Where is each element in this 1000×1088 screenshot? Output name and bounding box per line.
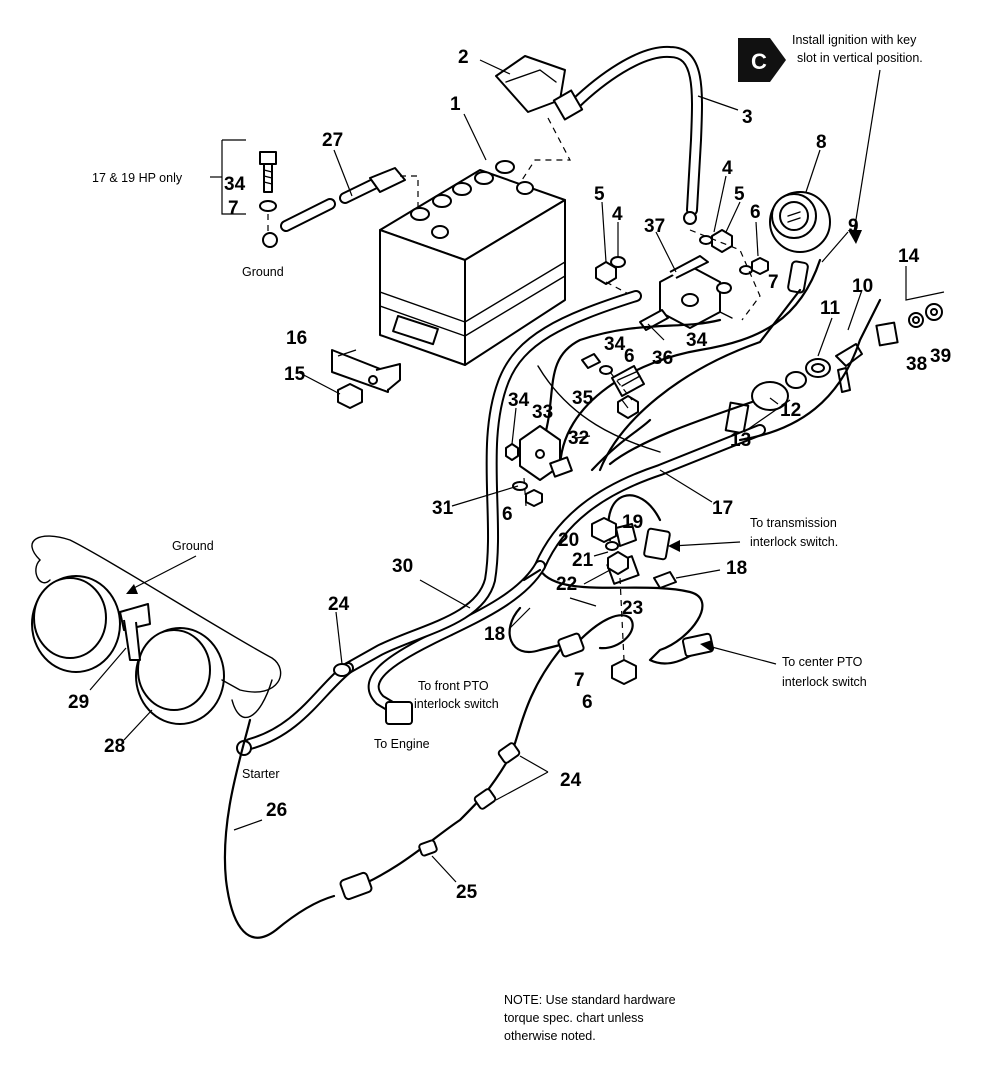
label-center-pto-1: To center PTO xyxy=(782,655,863,669)
callout-34b: 34 xyxy=(686,330,708,351)
label-ground-battery: Ground xyxy=(242,265,284,279)
label-to-engine: To Engine xyxy=(374,737,430,751)
callout-6c: 6 xyxy=(502,504,513,525)
callout-22: 22 xyxy=(556,574,577,595)
callout-35: 35 xyxy=(572,388,594,409)
callout-10: 10 xyxy=(852,276,873,297)
callout-2: 2 xyxy=(458,47,469,68)
battery-bracket xyxy=(297,349,401,409)
callout-5b: 5 xyxy=(734,184,745,205)
label-hp-only: 17 & 19 HP only xyxy=(92,171,183,185)
callout-27: 27 xyxy=(322,130,343,151)
label-front-pto-2: interlock switch xyxy=(414,697,499,711)
callout-5a: 5 xyxy=(594,184,605,205)
label-center-pto-2: interlock switch xyxy=(782,675,867,689)
callout-8: 8 xyxy=(816,132,827,153)
battery xyxy=(379,160,566,366)
ignition-switch xyxy=(724,343,863,435)
instruction-line-2: slot in vertical position. xyxy=(797,51,923,65)
text-labels: 17 & 19 HP only Ground Ground Starter To… xyxy=(92,171,867,1043)
wire-26 xyxy=(223,718,336,939)
callout-32: 32 xyxy=(568,428,589,449)
c-badge-letter: C xyxy=(751,49,767,74)
relay-33 xyxy=(505,425,573,507)
callout-18a: 18 xyxy=(726,558,747,579)
callout-leaders xyxy=(89,59,863,831)
callout-numbers: 1 2 3 4 4 5 5 6 6 6 6 7 7 7 8 9 10 11 12… xyxy=(68,47,951,903)
callout-24b: 24 xyxy=(560,770,582,791)
callout-34a: 34 xyxy=(224,174,246,195)
callout-4b: 4 xyxy=(612,204,623,225)
callout-26: 26 xyxy=(266,800,287,821)
callout-31: 31 xyxy=(432,498,454,519)
callout-1: 1 xyxy=(450,94,461,115)
callout-7a: 7 xyxy=(228,198,239,219)
wire-25 xyxy=(339,648,562,901)
ground-hardware xyxy=(210,139,277,232)
starter-solenoid xyxy=(645,255,733,329)
callout-24a: 24 xyxy=(328,594,350,615)
callout-9: 9 xyxy=(848,216,859,237)
callout-6d: 6 xyxy=(582,692,593,713)
instruction-line-1: Install ignition with key xyxy=(792,33,917,47)
callout-19: 19 xyxy=(622,512,643,533)
callout-7b: 7 xyxy=(768,272,779,293)
callout-11: 11 xyxy=(820,298,841,319)
instruction-callout: C Install ignition with key slot in vert… xyxy=(738,33,923,244)
c-badge-icon xyxy=(738,38,786,82)
callout-37: 37 xyxy=(644,216,665,237)
label-transmission-1: To transmission xyxy=(750,516,837,530)
callout-25: 25 xyxy=(456,882,478,903)
headlights xyxy=(31,535,282,725)
callout-33: 33 xyxy=(532,402,553,423)
hour-meter xyxy=(769,191,831,294)
callout-15: 15 xyxy=(284,364,306,385)
callout-36: 36 xyxy=(652,348,673,369)
callout-7c: 7 xyxy=(574,670,585,691)
callout-39: 39 xyxy=(930,346,951,367)
callout-13: 13 xyxy=(730,430,751,451)
callout-17: 17 xyxy=(712,498,733,519)
callout-34c: 34 xyxy=(604,334,626,355)
engine-branch xyxy=(367,560,634,725)
label-front-pto-1: To front PTO xyxy=(418,679,489,693)
callout-6b: 6 xyxy=(624,346,635,367)
note-line-2: torque spec. chart unless xyxy=(504,1011,644,1025)
callout-29: 29 xyxy=(68,692,89,713)
callout-38: 38 xyxy=(906,354,927,375)
main-wire-harness xyxy=(534,258,882,572)
callout-34d: 34 xyxy=(508,390,530,411)
callout-3: 3 xyxy=(742,107,753,128)
callout-16: 16 xyxy=(286,328,307,349)
callout-28: 28 xyxy=(104,736,125,757)
note-line-3: otherwise noted. xyxy=(504,1029,596,1043)
callout-6a: 6 xyxy=(750,202,761,223)
positive-clamp xyxy=(552,89,584,121)
light-switch-assembly xyxy=(875,266,945,347)
instruction-arrow xyxy=(853,69,881,233)
note-line-1: NOTE: Use standard hardware xyxy=(504,993,676,1007)
callout-4a: 4 xyxy=(722,158,733,179)
label-transmission-2: interlock switch. xyxy=(750,535,838,549)
callout-14: 14 xyxy=(898,246,920,267)
transmission-connector xyxy=(591,494,741,561)
terminal-cover xyxy=(495,55,566,113)
callout-12: 12 xyxy=(780,400,801,421)
callout-21: 21 xyxy=(572,550,594,571)
callout-18b: 18 xyxy=(484,624,505,645)
callout-20: 20 xyxy=(558,530,579,551)
wire-32 xyxy=(538,318,722,452)
label-starter: Starter xyxy=(242,767,280,781)
battery-caps xyxy=(410,160,534,239)
label-ground-lights: Ground xyxy=(172,539,214,553)
callout-23: 23 xyxy=(622,598,643,619)
lower-harness xyxy=(538,541,777,685)
callout-30: 30 xyxy=(392,556,413,577)
instruction-arrowhead-icon xyxy=(848,230,862,244)
nut-15 xyxy=(337,383,363,409)
